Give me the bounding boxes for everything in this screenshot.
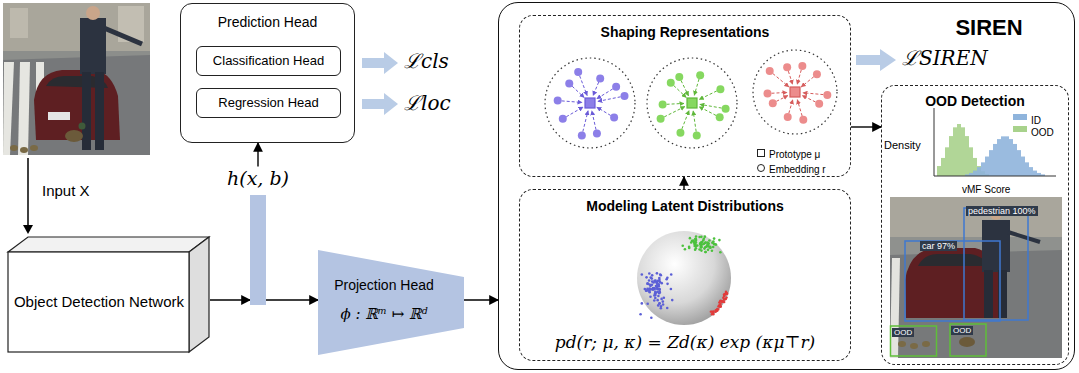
- axis-label: vMF Score: [962, 184, 1010, 195]
- input-label: Input X: [42, 182, 90, 199]
- arrow-connector: [210, 299, 250, 300]
- feature-vector: h(x, b): [250, 195, 266, 305]
- box-title: Prediction Head: [218, 14, 318, 31]
- arrow-connector: [464, 299, 498, 300]
- head-box: Classification Head: [196, 46, 341, 76]
- loss-label: ℒcls: [404, 49, 449, 73]
- legend-symbol: [757, 164, 765, 172]
- box-label: Projection Head: [334, 277, 434, 294]
- formula: pd(r; μ, κ) = Zd(κ) exp (κμ⊤r): [555, 332, 815, 352]
- formula: ϕ : ℝᵐ ↦ ℝᵈ: [340, 305, 427, 323]
- dashed-panel: Shaping Representations: [519, 15, 851, 177]
- legend-symbol: [757, 149, 765, 157]
- method-panel: SIREN Shaping RepresentationsModeling Lat…: [498, 2, 1075, 370]
- legend-swatch: [1013, 114, 1027, 120]
- arrow-connector: [257, 143, 258, 167]
- legend-text: OOD: [1031, 127, 1054, 138]
- legend-text: ID: [1031, 115, 1041, 126]
- panel-title: OOD Detection: [925, 93, 1025, 110]
- detection-photo: [890, 197, 1062, 358]
- panel-title: Modeling Latent Distributions: [586, 198, 784, 215]
- network-block: Object Detection Network: [8, 236, 210, 354]
- panel-title: Shaping Representations: [601, 24, 770, 41]
- legend-text: Prototype μ: [769, 149, 820, 160]
- box-label: Classification Head: [213, 53, 324, 69]
- box-label: Object Detection Network: [14, 293, 184, 311]
- box-label: Regression Head: [218, 95, 318, 111]
- dashed-panel: Modeling Latent Distributions pd(r; μ, κ)…: [519, 189, 851, 361]
- head-box: Regression Head: [196, 88, 341, 118]
- prediction-head-box: Prediction HeadClassification HeadRegres…: [180, 3, 355, 143]
- loss-label: ℒloc: [404, 91, 451, 115]
- loss-label: ℒSIREN: [902, 46, 988, 70]
- detection-label: pedestrian 100%: [966, 206, 1038, 216]
- trapezoid-outline: [318, 250, 464, 355]
- detection-label: car 97%: [920, 241, 957, 251]
- detection-label: OOD: [951, 326, 973, 335]
- axis-label: Density: [884, 139, 921, 151]
- loss-arrow: [362, 49, 896, 115]
- dashed-panel: OOD Detection: [881, 85, 1069, 365]
- input-arrow: [23, 158, 33, 234]
- embedding-illustration: [545, 50, 1045, 319]
- legend-swatch: [1013, 126, 1027, 132]
- input-photo: [3, 3, 150, 155]
- histogram-axes: [934, 108, 1056, 176]
- arrow-connector: [851, 126, 881, 127]
- detection-label: OOD: [892, 328, 914, 337]
- arrow-connector: [266, 299, 318, 300]
- projection-head: Projection Head ϕ : ℝᵐ ↦ ℝᵈ: [318, 250, 464, 355]
- panel-title: SIREN: [955, 15, 1022, 41]
- feature-label: h(x, b): [227, 167, 289, 190]
- arrow-connector: [683, 177, 684, 189]
- hypersphere: [637, 231, 731, 325]
- legend-text: Embedding r: [769, 164, 826, 175]
